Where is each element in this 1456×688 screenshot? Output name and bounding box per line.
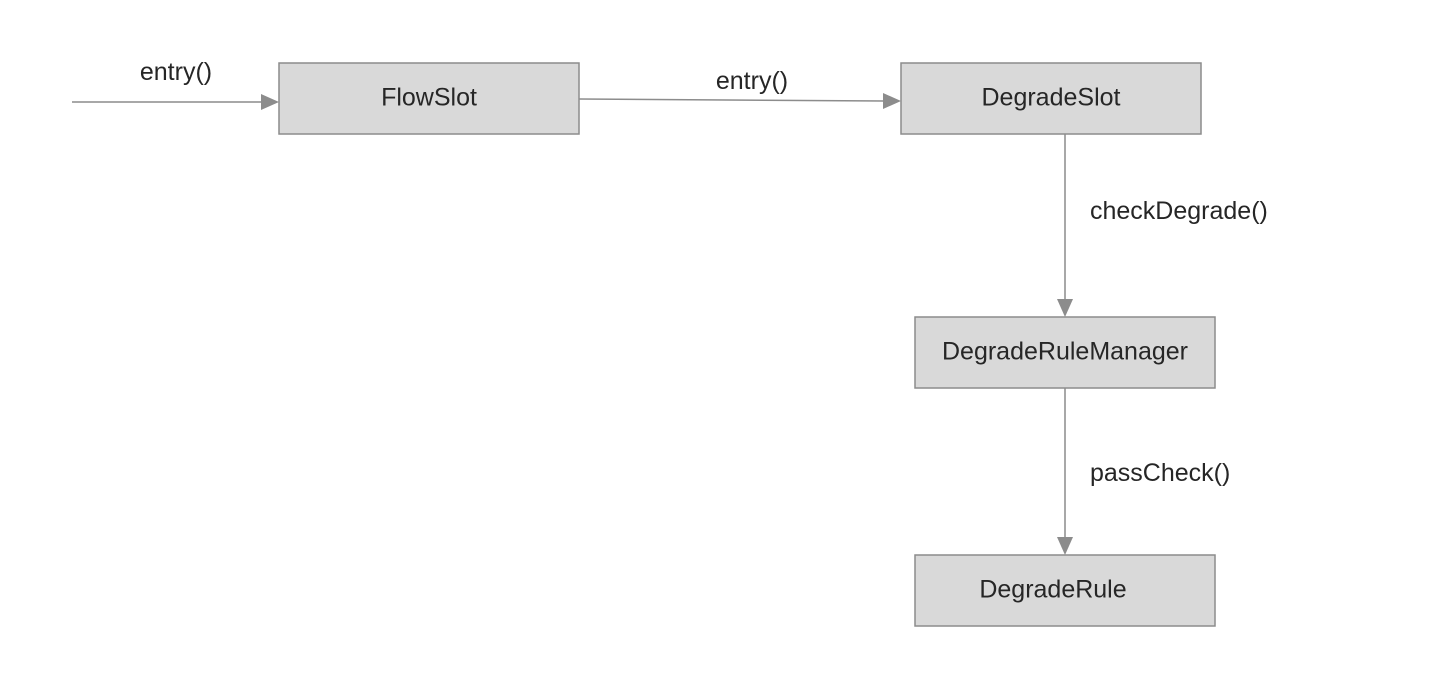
- edge-label-pass-check: passCheck(): [1090, 459, 1230, 487]
- node-flow-slot: FlowSlot: [278, 62, 580, 135]
- arrow-head-icon: [1057, 537, 1073, 555]
- edge-label-flow-to-degrade: entry(): [716, 67, 788, 95]
- edge-incoming-entry: [72, 94, 279, 110]
- node-label-flow-slot: FlowSlot: [381, 84, 477, 112]
- arrow-head-icon: [261, 94, 279, 110]
- edge-label-incoming-entry: entry(): [140, 58, 212, 86]
- node-degrade-rule: DegradeRule: [914, 554, 1216, 627]
- node-label-degrade-rule-manager: DegradeRuleManager: [942, 338, 1188, 366]
- edge-check-degrade: [1057, 134, 1073, 317]
- node-degrade-rule-manager: DegradeRuleManager: [914, 316, 1216, 389]
- arrow-head-icon: [1057, 299, 1073, 317]
- node-degrade-slot: DegradeSlot: [900, 62, 1202, 135]
- edge-flow-to-degrade: [578, 93, 901, 109]
- edge-label-check-degrade: checkDegrade(): [1090, 197, 1268, 225]
- node-label-degrade-slot: DegradeSlot: [982, 84, 1121, 112]
- arrow-head-icon: [883, 93, 901, 109]
- node-label-degrade-rule: DegradeRule: [979, 576, 1126, 604]
- edge-pass-check: [1057, 388, 1073, 555]
